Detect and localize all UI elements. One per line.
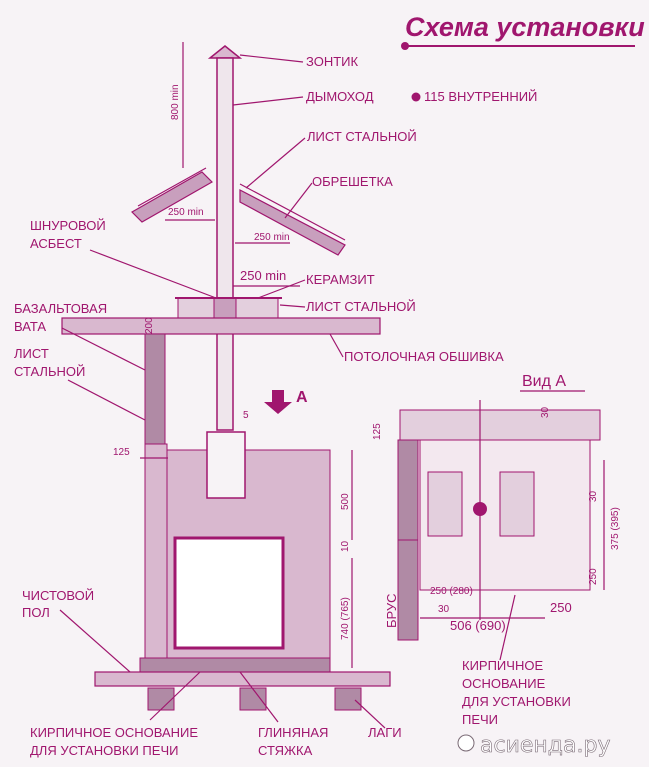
leader-styazhka [239, 671, 279, 723]
leader-shnurovoy [89, 249, 217, 299]
leader-lines [59, 54, 516, 729]
leader-list-left [67, 379, 146, 421]
roof-left [131, 171, 213, 223]
roof-right-sheet [239, 183, 346, 241]
dim-r-250-v: 250 [588, 568, 599, 585]
roof-left-sheet [137, 167, 207, 207]
dim-r-30-b: 30 [588, 490, 599, 502]
brick-wall-left [144, 333, 168, 669]
label-shnurovoy-1: ШНУРОВОЙ [30, 218, 106, 233]
dim-r-375: 375 (395) [610, 507, 621, 550]
dim-250-a: 250 min [168, 207, 204, 218]
label-osnovanie-left-2: ДЛЯ УСТАНОВКИ ПЕЧИ [30, 743, 178, 758]
leader-obreshetka [284, 182, 313, 219]
view-a-stones-right [499, 471, 535, 537]
dim-r-30-c: 30 [438, 604, 450, 615]
label-lagi: ЛАГИ [368, 725, 402, 740]
dim-800: 800 min [170, 84, 181, 120]
chimney-pipe [216, 57, 234, 431]
label-list-stalnoy-mid: ЛИСТ СТАЛЬНОЙ [306, 299, 416, 314]
ceiling-board [61, 317, 381, 335]
roof [131, 167, 346, 256]
brus-label: БРУС [384, 593, 399, 628]
leader-potolochnaya [329, 333, 344, 358]
label-osnovanie-left-1: КИРПИЧНОЕ ОСНОВАНИЕ [30, 725, 198, 740]
stove-foundation [139, 657, 331, 673]
roof-right [239, 189, 346, 256]
dim-r-506: 506 (690) [450, 618, 506, 633]
label-list-left-1: ЛИСТ [14, 346, 49, 361]
leader-list-mid [279, 304, 306, 308]
dim-125-left: 125 [113, 447, 130, 458]
label-osnovanie-right-3: ДЛЯ УСТАНОВКИ [462, 694, 571, 709]
view-a-brus [397, 539, 419, 641]
label-list-left-2: СТАЛЬНОЙ [14, 364, 85, 379]
wall-upper [144, 333, 166, 445]
joist-2 [239, 687, 267, 711]
label-obreshetka: ОБРЕШЕТКА [312, 174, 393, 189]
diagram-title: Схема установки [405, 12, 645, 42]
wall-lower [144, 443, 168, 669]
dim-5: 5 [243, 410, 249, 421]
leader-zontik [239, 54, 304, 63]
dim-250-c: 250 min [240, 268, 286, 283]
leader-bazalt [61, 327, 146, 371]
leader-list-top [245, 137, 306, 189]
stove [139, 431, 331, 673]
label-chistovoy-1: ЧИСТОВОЙ [22, 588, 94, 603]
label-shnurovoy-2: АСБЕСТ [30, 236, 82, 251]
leader-lagi [354, 699, 386, 729]
label-dymokhod: ДЫМОХОД [306, 89, 374, 104]
floor [94, 671, 391, 711]
title-bullet [401, 42, 409, 50]
leader-keramzit [257, 279, 306, 299]
leader-osnovanie [149, 671, 201, 721]
ceiling [61, 297, 381, 335]
dim-10: 10 [340, 540, 351, 552]
view-a-title: Вид А [522, 373, 566, 390]
view-a-stones-left [427, 471, 463, 537]
stove-box [206, 431, 246, 499]
label-bazalt-1: БАЗАЛЬТОВАЯ [14, 301, 107, 316]
label-diameter: 115 ВНУТРЕННИЙ [424, 89, 537, 104]
diameter-icon [411, 92, 421, 102]
label-bazalt-2: ВАТА [14, 319, 46, 334]
arrow-a-label: А [296, 389, 308, 406]
label-osnovanie-right-2: ОСНОВАНИЕ [462, 676, 546, 691]
label-osnovanie-right-4: ПЕЧИ [462, 712, 498, 727]
watermark-text: асиенда.ру [480, 733, 610, 758]
label-zontik: ЗОНТИК [306, 54, 358, 69]
finish-floor [94, 671, 391, 687]
label-styazhka-2: СТЯЖКА [258, 743, 313, 758]
joist-1 [147, 687, 175, 711]
leader-osnovanie-right [499, 594, 516, 661]
stove-door [173, 536, 285, 650]
label-list-stalnoy-top: ЛИСТ СТАЛЬНОЙ [307, 129, 417, 144]
view-a-arrow-icon [264, 390, 292, 414]
watermark: асиенда.ру [457, 733, 611, 758]
dim-r-250-h: 250 (280) [430, 586, 473, 597]
dim-200: 200 [144, 317, 155, 334]
view-a-beam [399, 409, 601, 441]
dim-r-30-a: 30 [540, 406, 551, 418]
view-a: Вид А [397, 373, 601, 641]
joist-3 [334, 687, 362, 711]
view-a-side-wall [397, 439, 419, 541]
dim-740: 740 (765) [340, 597, 351, 640]
label-chistovoy-2: ПОЛ [22, 605, 50, 620]
dim-500: 500 [340, 493, 351, 510]
label-styazhka-1: ГЛИНЯНАЯ [258, 725, 328, 740]
label-potolochnaya: ПОТОЛОЧНАЯ ОБШИВКА [344, 349, 504, 364]
dim-r-125: 125 [372, 423, 383, 440]
leader-chistovoy [59, 609, 131, 673]
dim-250-b: 250 min [254, 232, 290, 243]
leader-dymokhod [232, 96, 304, 106]
label-keramzit: КЕРАМЗИТ [306, 272, 375, 287]
dim-r-250-r: 250 [550, 600, 572, 615]
watermark-logo-icon [457, 734, 475, 752]
chimney-cap [207, 45, 243, 59]
label-osnovanie-right-1: КИРПИЧНОЕ [462, 658, 543, 673]
